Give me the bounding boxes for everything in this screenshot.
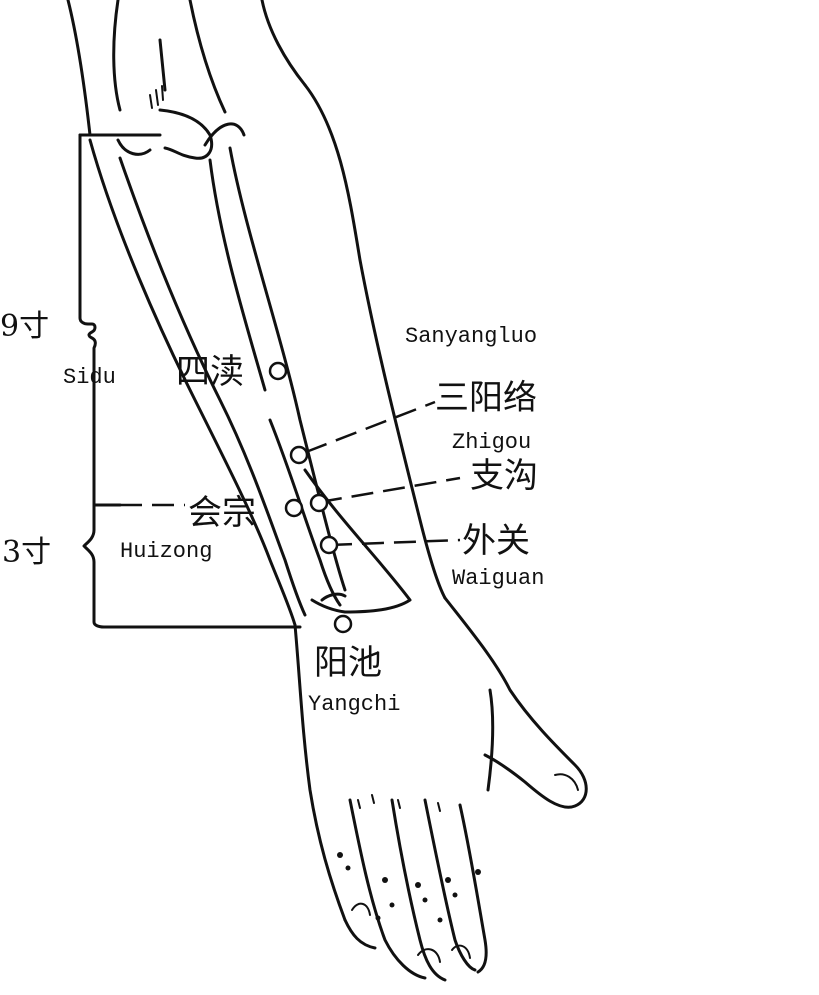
hand-outline	[293, 596, 588, 982]
yangchi-label-en: Yangchi	[308, 692, 400, 717]
sanyangluo-label-cn: 三阳络	[435, 378, 537, 418]
sanyangluo-point	[289, 445, 309, 465]
zhigou-point	[309, 493, 329, 513]
waiguan-label-en: Waiguan	[452, 566, 544, 591]
sidu-point	[268, 361, 288, 381]
hand-texture-dots	[337, 852, 481, 923]
zhigou-label-en: Zhigou	[452, 430, 531, 455]
waiguan-label-cn: 外关	[462, 521, 530, 561]
yangchi-label-cn: 阳池	[314, 643, 382, 683]
arm-outline	[66, 0, 447, 627]
huizong-label-en: Huizong	[120, 539, 212, 564]
measurement-upper-label: 9寸	[0, 309, 49, 344]
yangchi-point	[333, 614, 353, 634]
sidu-label-cn: 四渎	[176, 352, 244, 392]
measurement-lower-label: 3寸	[2, 535, 51, 570]
huizong-point	[284, 498, 304, 518]
acupoint-markers	[268, 361, 353, 634]
sanyangluo-label-en: Sanyangluo	[405, 324, 537, 349]
leader-lines	[305, 400, 461, 547]
sidu-label-en: Sidu	[63, 365, 116, 390]
waiguan-point	[319, 535, 339, 555]
zhigou-label-cn: 支沟	[470, 456, 538, 496]
huizong-label-cn: 会宗	[188, 493, 256, 533]
measurement-bracket	[78, 133, 302, 629]
